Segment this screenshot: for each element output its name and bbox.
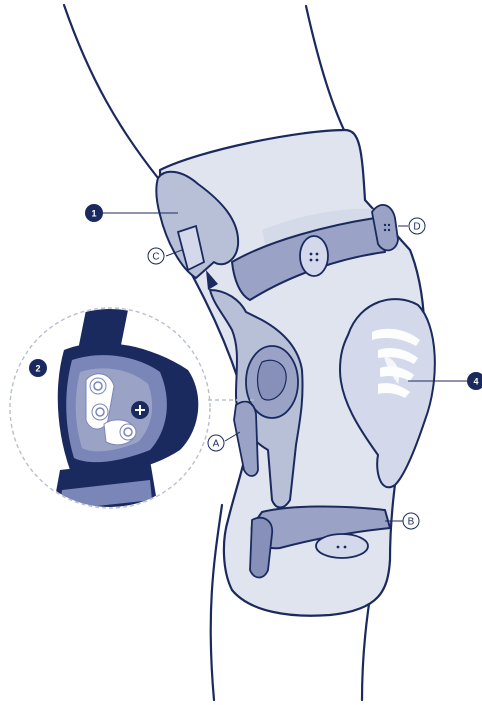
svg-text:A: A — [213, 439, 220, 450]
svg-text:B: B — [408, 517, 415, 528]
upper-strap-button — [300, 236, 328, 276]
callout-a: A — [208, 435, 224, 451]
thigh-left-line — [64, 5, 158, 178]
side-loop-a — [234, 402, 258, 476]
calf-left-line — [211, 505, 222, 700]
lower-strap-button — [316, 534, 368, 558]
callout-d: D — [409, 218, 425, 234]
callout-b: B — [403, 513, 419, 529]
svg-text:1: 1 — [91, 209, 96, 219]
thigh-right-line — [306, 6, 344, 130]
callout-4: 4 — [467, 372, 482, 390]
svg-text:D: D — [413, 222, 420, 233]
lower-strap-loop — [250, 518, 272, 578]
svg-text:4: 4 — [473, 377, 478, 387]
callout-1: 1 — [85, 204, 103, 222]
callout-2: 2 — [29, 359, 47, 377]
svg-text:C: C — [152, 252, 159, 263]
svg-text:2: 2 — [35, 364, 40, 374]
callout-c: C — [148, 248, 164, 264]
hinge-detail-magnifier-icon — [50, 300, 198, 525]
